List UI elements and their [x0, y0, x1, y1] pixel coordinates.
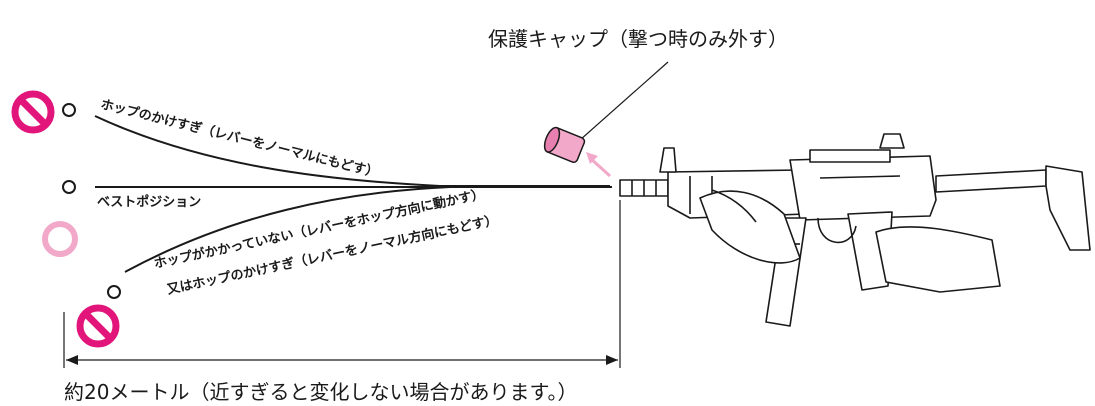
- cap-label: 保護キャップ（撃つ時のみ外す）: [488, 27, 788, 51]
- protective-cap-icon: [543, 126, 586, 163]
- ok-circle-icon: [42, 221, 78, 257]
- target-circle-icon: [62, 180, 76, 194]
- cap-leader-line: [579, 61, 669, 141]
- target-circle-icon: [107, 285, 121, 299]
- trajectory-over-hop: [94, 115, 610, 187]
- airsoft-gun-illustration: [619, 133, 1091, 327]
- cap-arrow-icon: [586, 152, 612, 178]
- prohibited-icon: [11, 90, 55, 134]
- trajectory-top-label: ホップのかけすぎ（レバーをノーマルにもどす）: [99, 96, 380, 181]
- target-circle-icon: [62, 103, 76, 117]
- trajectory-low: [124, 186, 451, 273]
- distance-label: 約20メートル（近すぎると変化しない場合があります。）: [64, 380, 577, 404]
- distance-indicator: [63, 200, 621, 368]
- trajectory-mid-label: ベストポジション: [97, 194, 201, 210]
- prohibited-icon: [76, 304, 120, 348]
